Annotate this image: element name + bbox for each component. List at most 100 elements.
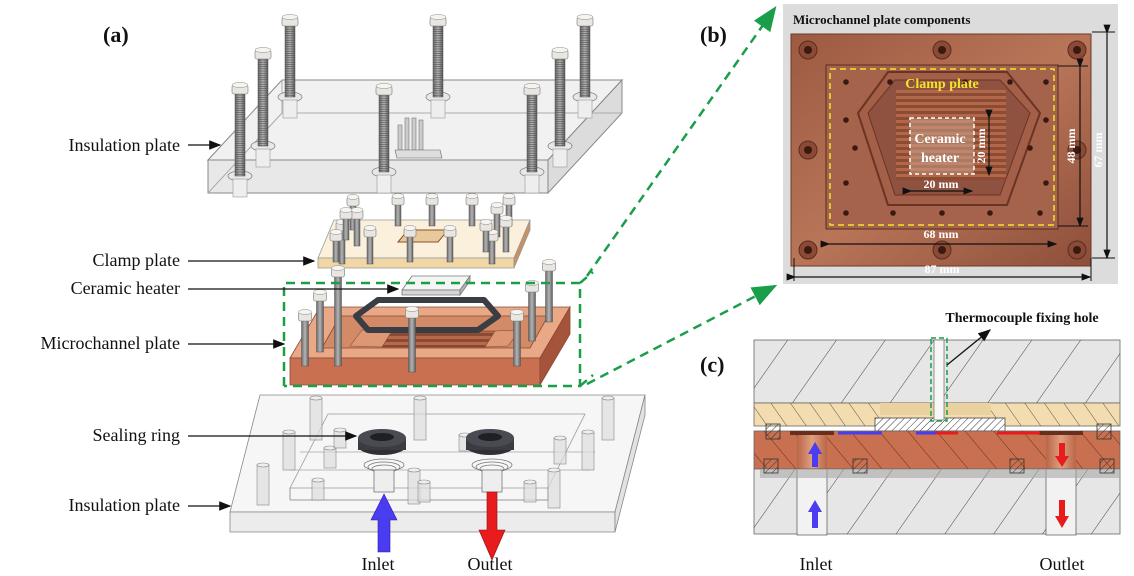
callout-line-top bbox=[585, 5, 777, 277]
panel-a-label: (a) bbox=[103, 22, 129, 47]
bolt bbox=[375, 83, 393, 173]
photo-clamp-label: Clamp plate bbox=[905, 77, 979, 92]
inlet-arrow-lower bbox=[808, 500, 822, 528]
label-outlet-c: Outlet bbox=[1040, 554, 1085, 574]
callout-line-bottom bbox=[586, 284, 778, 386]
bolt bbox=[465, 193, 479, 227]
bolt bbox=[298, 309, 312, 367]
panel-c-label: (c) bbox=[700, 352, 724, 377]
alignment-pin bbox=[311, 477, 325, 501]
dim-heater-height: 20 mm bbox=[974, 109, 993, 177]
screw-hole bbox=[890, 210, 896, 216]
mounting-hole bbox=[932, 40, 952, 60]
bolt bbox=[391, 193, 405, 227]
label-ceramic-heater: Ceramic heater bbox=[71, 278, 400, 298]
bolt bbox=[231, 82, 249, 177]
alignment-pin bbox=[581, 429, 595, 471]
washer bbox=[547, 140, 573, 168]
alignment-pin bbox=[553, 435, 567, 465]
bottom-insulation-plate bbox=[229, 394, 646, 533]
outlet-arrow-lower bbox=[1055, 500, 1069, 528]
bottom-pins bbox=[256, 395, 615, 509]
screw-hole bbox=[939, 210, 945, 216]
photo-heater-line2: heater bbox=[921, 151, 959, 166]
screw-hole bbox=[887, 79, 893, 85]
alignment-pin bbox=[417, 479, 431, 503]
bolt bbox=[350, 207, 364, 247]
washer bbox=[572, 91, 598, 119]
bolt bbox=[363, 225, 377, 265]
bolt bbox=[542, 259, 556, 323]
dim-outer-height: 67 mm bbox=[1091, 24, 1115, 260]
dim-outer-width: 87 mm bbox=[786, 258, 1092, 281]
bolt bbox=[313, 289, 327, 353]
photo-title: Microchannel plate components bbox=[793, 12, 970, 27]
mounting-hole bbox=[798, 40, 818, 60]
label-insulation-top: Insulation plate bbox=[69, 135, 222, 155]
bolt bbox=[425, 193, 439, 227]
svg-text:Insulation plate: Insulation plate bbox=[69, 495, 180, 515]
screw-hole bbox=[843, 117, 849, 123]
svg-text:67 mm: 67 mm bbox=[1091, 133, 1105, 168]
clamp-bolts bbox=[329, 193, 516, 265]
thermocouple-label: Thermocouple fixing hole bbox=[945, 311, 1098, 326]
bolt bbox=[510, 309, 524, 367]
bolt bbox=[339, 207, 353, 241]
bolt bbox=[479, 219, 493, 253]
alignment-pin bbox=[256, 462, 270, 506]
screw-hole bbox=[1043, 79, 1049, 85]
mounting-hole bbox=[1067, 240, 1087, 260]
bolt bbox=[331, 265, 345, 367]
ceramic-heater bbox=[401, 274, 471, 297]
screw-hole bbox=[852, 145, 858, 151]
screw-hole bbox=[843, 79, 849, 85]
label-clamp-plate: Clamp plate bbox=[93, 250, 316, 270]
ports bbox=[363, 458, 513, 493]
alignment-pin bbox=[323, 445, 337, 469]
label-inlet-c: Inlet bbox=[800, 554, 833, 574]
selection-box bbox=[282, 271, 594, 388]
svg-text:20 mm: 20 mm bbox=[974, 129, 988, 164]
bolt bbox=[329, 229, 343, 263]
outlet-arrow-upper bbox=[1055, 443, 1069, 467]
outlet-arrow-3d bbox=[478, 491, 506, 561]
panel-b-label: (b) bbox=[700, 22, 727, 47]
screw-hole bbox=[1043, 180, 1049, 186]
screw-hole bbox=[987, 210, 993, 216]
sealing-ring-right bbox=[466, 429, 514, 455]
screw-hole bbox=[843, 210, 849, 216]
svg-text:68 mm: 68 mm bbox=[924, 227, 959, 241]
top-bolts bbox=[227, 14, 598, 198]
alignment-pin bbox=[413, 395, 427, 441]
inlet-arrow-upper bbox=[808, 442, 822, 467]
svg-text:Microchannel plate: Microchannel plate bbox=[41, 333, 180, 353]
microchannel-bolts bbox=[298, 259, 556, 373]
sealing-ring-left bbox=[358, 429, 406, 455]
svg-text:87 mm: 87 mm bbox=[925, 262, 960, 276]
screw-hole bbox=[843, 180, 849, 186]
bolt bbox=[523, 83, 541, 173]
bolt bbox=[254, 47, 272, 147]
svg-text:48 mm: 48 mm bbox=[1064, 129, 1078, 164]
screw-hole bbox=[962, 79, 968, 85]
mounting-hole bbox=[798, 140, 818, 160]
label-insulation-bottom: Insulation plate bbox=[69, 495, 232, 515]
svg-text:Sealing ring: Sealing ring bbox=[93, 425, 181, 445]
thermocouple-leader bbox=[946, 329, 992, 366]
photo-heater-line1: Ceramic bbox=[914, 132, 965, 147]
bolt bbox=[490, 202, 504, 238]
dim-heater-width: 20 mm bbox=[902, 177, 974, 195]
bolt bbox=[429, 14, 447, 98]
label-inlet-a: Inlet bbox=[362, 554, 395, 574]
alignment-pin bbox=[309, 395, 323, 441]
screw-hole bbox=[1037, 210, 1043, 216]
screw-hole bbox=[1043, 117, 1049, 123]
bolt bbox=[499, 215, 513, 253]
label-microchannel-plate: Microchannel plate bbox=[41, 333, 286, 353]
mounting-hole bbox=[798, 240, 818, 260]
bolt bbox=[281, 14, 299, 98]
svg-text:Insulation plate: Insulation plate bbox=[69, 135, 180, 155]
dim-inner-height: 48 mm bbox=[1058, 58, 1088, 228]
inlet-arrow-3d bbox=[370, 493, 398, 553]
